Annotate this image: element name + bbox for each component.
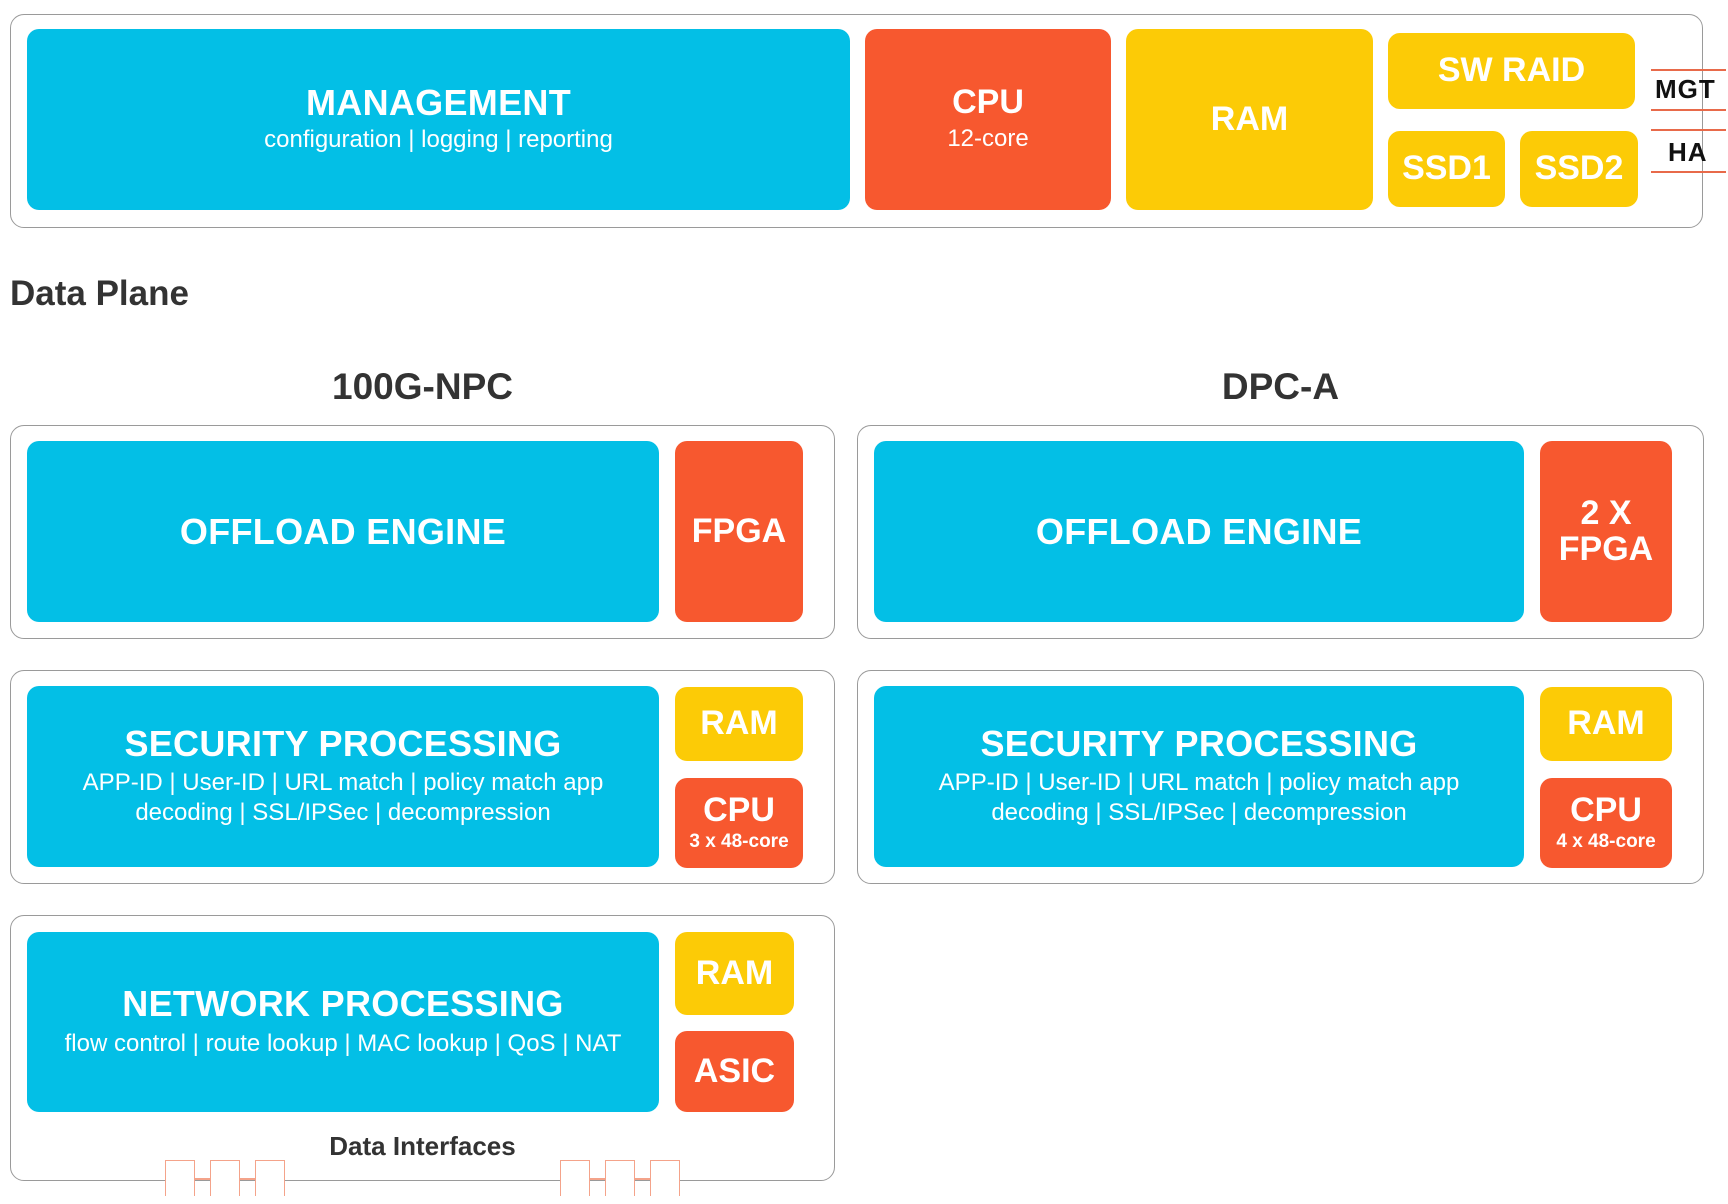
management-block: MANAGEMENT configuration | logging | rep… — [27, 29, 850, 210]
data-plane-title: Data Plane — [10, 274, 189, 313]
ha-line-top — [1651, 129, 1726, 131]
npc-security-cpu-sub: 3 x 48-core — [689, 830, 789, 852]
dpc-offload-engine-block: OFFLOAD ENGINE — [874, 441, 1524, 622]
ssd1-label: SSD1 — [1402, 149, 1491, 188]
management-ram-block: RAM — [1126, 29, 1373, 210]
data-interfaces-label: Data Interfaces — [329, 1131, 516, 1161]
dpc-fpga-block: 2 X FPGA — [1540, 441, 1672, 622]
management-subtitle: configuration | logging | reporting — [264, 126, 613, 154]
dpc-security-cpu-label: CPU — [1570, 791, 1642, 830]
dpc-security-line1: APP-ID | User-ID | URL match | policy ma… — [938, 769, 1460, 797]
dpc-fpga-line1: 2 X — [1580, 493, 1632, 532]
management-title: MANAGEMENT — [306, 81, 571, 123]
management-cpu-block: CPU 12-core — [865, 29, 1111, 210]
npc-network-ram-label: RAM — [695, 953, 774, 992]
npc-fpga-block: FPGA — [675, 441, 803, 622]
ha-line-bottom — [1651, 171, 1726, 173]
management-cpu-label: CPU — [952, 82, 1024, 121]
npc-security-ram-label: RAM — [700, 704, 778, 743]
npc-security-ram-block: RAM — [675, 687, 803, 761]
sw-raid-label: SW RAID — [1437, 51, 1586, 90]
dpc-security-cpu-sub: 4 x 48-core — [1556, 830, 1656, 852]
npc-security-title: SECURITY PROCESSING — [124, 722, 562, 764]
dpc-security-cpu-block: CPU 4 x 48-core — [1540, 778, 1672, 868]
data-port — [560, 1160, 590, 1196]
npc-asic-block: ASIC — [675, 1031, 794, 1112]
data-port — [255, 1160, 285, 1196]
dpc-security-ram-label: RAM — [1567, 704, 1645, 743]
mgt-line-bottom — [1651, 109, 1726, 111]
data-port — [650, 1160, 680, 1196]
sw-raid-block: SW RAID — [1388, 33, 1635, 109]
dpc-column-title: DPC-A — [1221, 366, 1340, 407]
npc-network-sub: flow control | route lookup | MAC lookup… — [64, 1029, 622, 1057]
npc-offload-engine-label: OFFLOAD ENGINE — [179, 510, 507, 552]
npc-security-cpu-label: CPU — [703, 791, 775, 830]
dpc-security-line2: decoding | SSL/IPSec | decompression — [991, 799, 1407, 827]
ha-port-label: HA — [1668, 137, 1708, 167]
npc-security-block: SECURITY PROCESSING APP-ID | User-ID | U… — [27, 686, 659, 867]
ssd1-block: SSD1 — [1388, 131, 1505, 207]
npc-security-line2: decoding | SSL/IPSec | decompression — [135, 799, 551, 827]
dpc-fpga-line2: FPGA — [1558, 529, 1654, 568]
mgt-port-label: MGT — [1655, 74, 1716, 104]
mgt-line-top — [1651, 69, 1726, 71]
ssd2-block: SSD2 — [1520, 131, 1638, 207]
data-port — [165, 1160, 195, 1196]
dpc-offload-engine-label: OFFLOAD ENGINE — [1035, 510, 1363, 552]
npc-network-title: NETWORK PROCESSING — [122, 983, 564, 1025]
npc-network-ram-block: RAM — [675, 932, 794, 1015]
npc-network-block: NETWORK PROCESSING flow control | route … — [27, 932, 659, 1112]
npc-offload-engine-block: OFFLOAD ENGINE — [27, 441, 659, 622]
dpc-security-ram-block: RAM — [1540, 687, 1672, 761]
npc-asic-label: ASIC — [693, 1051, 776, 1090]
npc-fpga-label: FPGA — [691, 511, 787, 550]
npc-column-title: 100G-NPC — [332, 366, 513, 407]
ssd2-label: SSD2 — [1534, 149, 1624, 188]
management-ram-label: RAM — [1210, 99, 1289, 138]
management-cpu-sub: 12-core — [947, 125, 1029, 153]
dpc-security-title: SECURITY PROCESSING — [980, 722, 1418, 764]
dpc-security-block: SECURITY PROCESSING APP-ID | User-ID | U… — [874, 686, 1524, 867]
npc-security-cpu-block: CPU 3 x 48-core — [675, 778, 803, 868]
data-port — [210, 1160, 240, 1196]
npc-security-line1: APP-ID | User-ID | URL match | policy ma… — [82, 769, 604, 797]
data-port — [605, 1160, 635, 1196]
